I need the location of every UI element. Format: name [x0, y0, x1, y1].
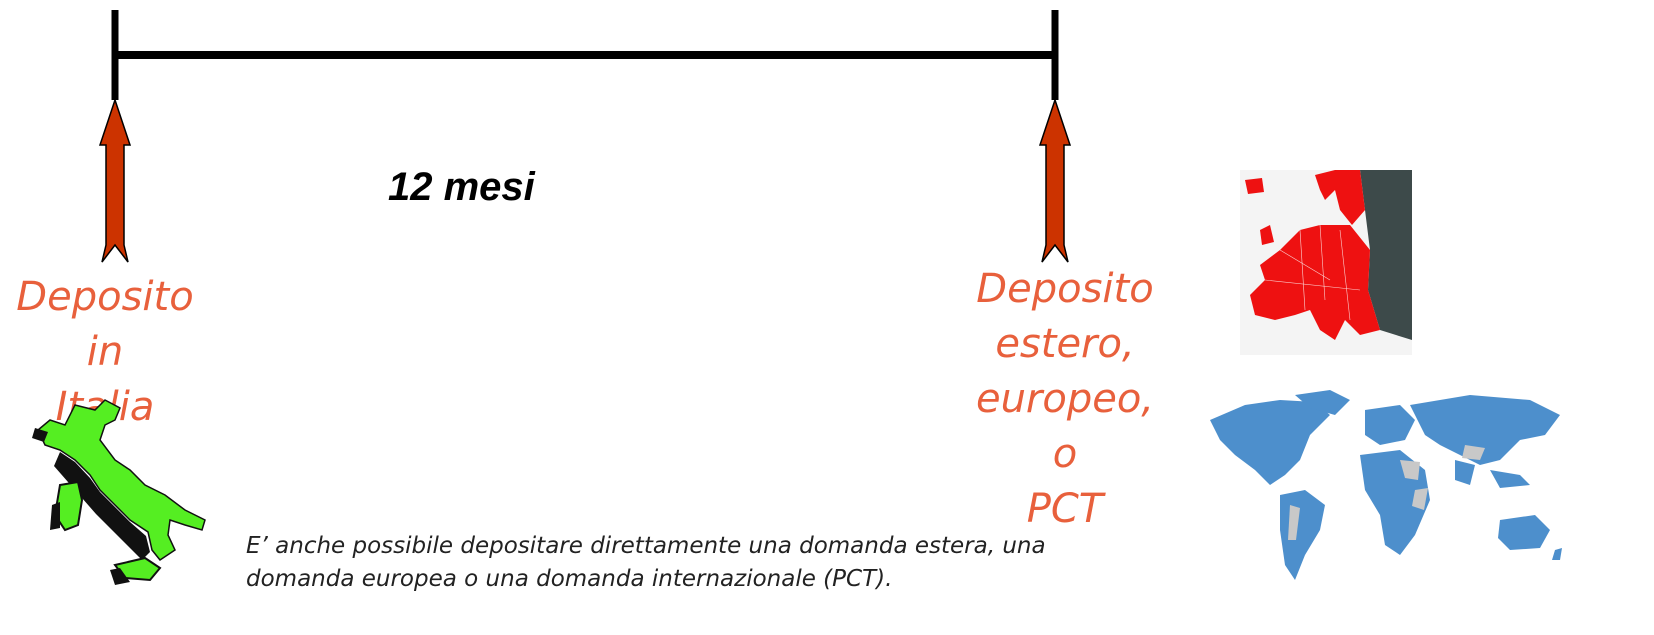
italy-map-icon [32, 399, 206, 585]
start-deposit-label: Deposito in Italia [16, 274, 194, 430]
end-deposit-label: Deposito estero, europeo, o PCT [975, 266, 1155, 532]
explanatory-note: E’ anche possibile depositare direttamen… [246, 533, 1046, 592]
europe-map-icon [1240, 170, 1412, 355]
end-up-arrow [1038, 97, 1072, 263]
world-map-icon [1210, 390, 1562, 580]
start-up-arrow [98, 97, 132, 263]
duration-label: 12 mesi [388, 165, 535, 209]
